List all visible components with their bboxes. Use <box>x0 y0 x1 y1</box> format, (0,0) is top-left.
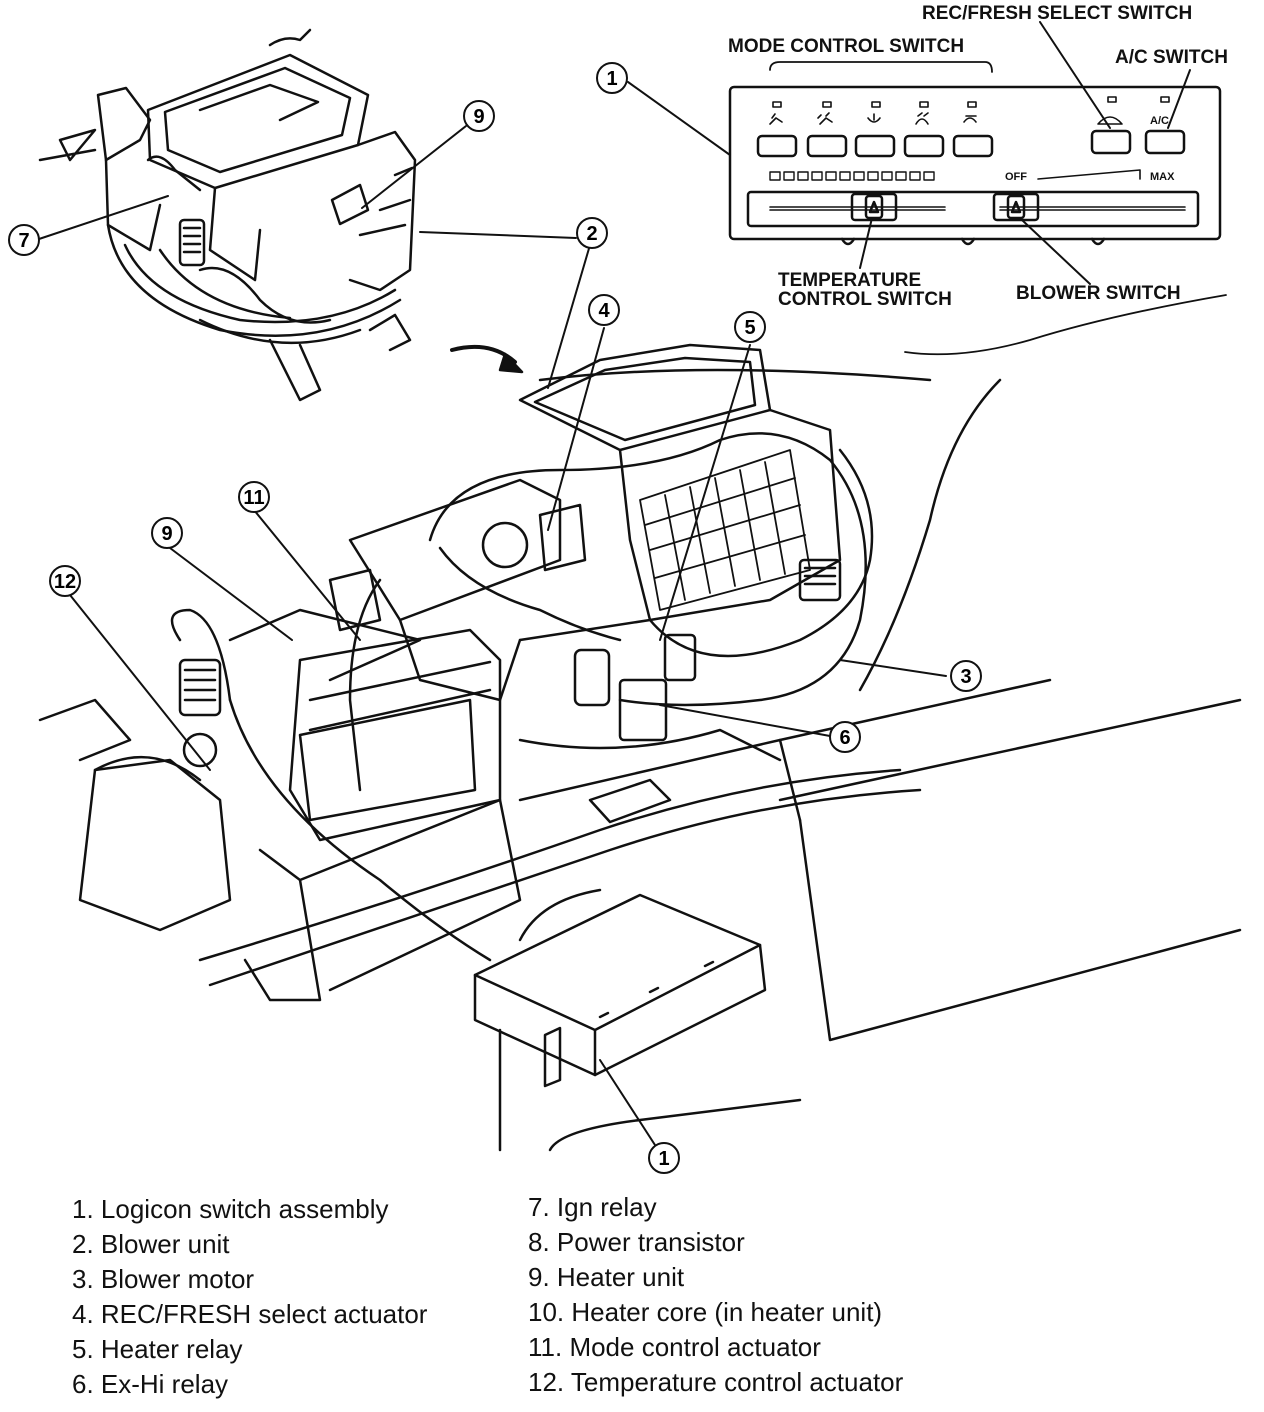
svg-text:5: 5 <box>744 317 755 339</box>
blower-switch-label: BLOWER SWITCH <box>1016 283 1181 304</box>
callout-4: 4 <box>588 294 620 326</box>
legend-item-7: 7. Ign relay <box>528 1192 657 1222</box>
callout-circles: 1 9 7 2 4 5 11 9 12 3 6 1 <box>8 62 982 1174</box>
callout-3: 3 <box>950 660 982 692</box>
logicon-module-box <box>473 888 802 1152</box>
mode-button-5[interactable] <box>952 134 994 158</box>
ac-button[interactable] <box>1144 129 1186 155</box>
legend-item-1: 1. Logicon switch assembly <box>72 1194 389 1224</box>
callout-9: 9 <box>151 517 183 549</box>
svg-text:4: 4 <box>598 300 610 322</box>
temperature-slider-knob[interactable] <box>850 192 898 222</box>
svg-text:11: 11 <box>243 487 264 509</box>
legend-item-5: 5. Heater relay <box>72 1334 243 1364</box>
svg-text:2: 2 <box>586 223 597 245</box>
legend-item-12: 12. Temperature control actuator <box>528 1367 904 1397</box>
legend-item-9: 9. Heater unit <box>528 1262 685 1292</box>
temperature-control-switch-label-2: CONTROL SWITCH <box>778 289 952 310</box>
mode-icons <box>769 112 1123 125</box>
temperature-control-switch-label-1: TEMPERATURE <box>778 270 921 291</box>
callout-12: 12 <box>49 565 81 597</box>
svg-text:1: 1 <box>658 1148 669 1170</box>
connector <box>798 558 842 602</box>
legend-item-3: 3. Blower motor <box>72 1264 255 1294</box>
legend-left: 1. Logicon switch assembly 2. Blower uni… <box>72 1192 427 1402</box>
legend-item-2: 2. Blower unit <box>72 1229 230 1259</box>
callout-7: 7 <box>8 224 40 256</box>
callout-1-panel: 1 <box>596 62 628 94</box>
hvac-component-diagram: REC/FRESH SELECT SWITCH MODE CONTROL SWI… <box>8 3 1242 1174</box>
svg-text:9: 9 <box>473 106 484 128</box>
mode-button-2[interactable] <box>806 134 848 158</box>
mode-control-switch-label: MODE CONTROL SWITCH <box>728 36 964 57</box>
callout-6: 6 <box>829 721 861 753</box>
svg-text:7: 7 <box>18 230 29 252</box>
legend-item-4: 4. REC/FRESH select actuator <box>72 1299 428 1329</box>
legend-item-11: 11. Mode control actuator <box>528 1332 821 1362</box>
blower-grille <box>639 449 811 611</box>
callout-1-module: 1 <box>648 1142 680 1174</box>
svg-text:12: 12 <box>54 571 76 593</box>
svg-text:9: 9 <box>161 523 172 545</box>
callout-5: 5 <box>734 311 766 343</box>
mode-button-1[interactable] <box>756 134 798 158</box>
control-panel <box>728 85 1222 246</box>
legend-right: 7. Ign relay 8. Power transistor 9. Heat… <box>528 1190 903 1400</box>
mode-button-3[interactable] <box>854 134 896 158</box>
callout-2: 2 <box>576 217 608 249</box>
inset-blower-unit <box>38 28 417 402</box>
main-hvac-assembly <box>38 343 1242 1042</box>
svg-text:6: 6 <box>839 727 850 749</box>
legend-item-6: 6. Ex-Hi relay <box>72 1369 229 1399</box>
panel-max-text: MAX <box>1150 171 1175 183</box>
mode-button-4[interactable] <box>903 134 945 158</box>
callout-11: 11 <box>238 481 270 513</box>
legend-item-8: 8. Power transistor <box>528 1227 745 1257</box>
callout-8: 9 <box>463 100 495 132</box>
blower-slider-knob[interactable] <box>992 192 1040 222</box>
legend-item-10: 10. Heater core (in heater unit) <box>528 1297 883 1327</box>
svg-text:3: 3 <box>960 666 971 688</box>
panel-ac-text: A/C <box>1150 115 1169 127</box>
ac-switch-label: A/C SWITCH <box>1115 47 1228 68</box>
panel-off-text: OFF <box>1005 171 1027 183</box>
svg-text:1: 1 <box>606 68 617 90</box>
rec-fresh-button[interactable] <box>1090 129 1132 155</box>
rec-fresh-select-switch-label: REC/FRESH SELECT SWITCH <box>922 3 1192 24</box>
